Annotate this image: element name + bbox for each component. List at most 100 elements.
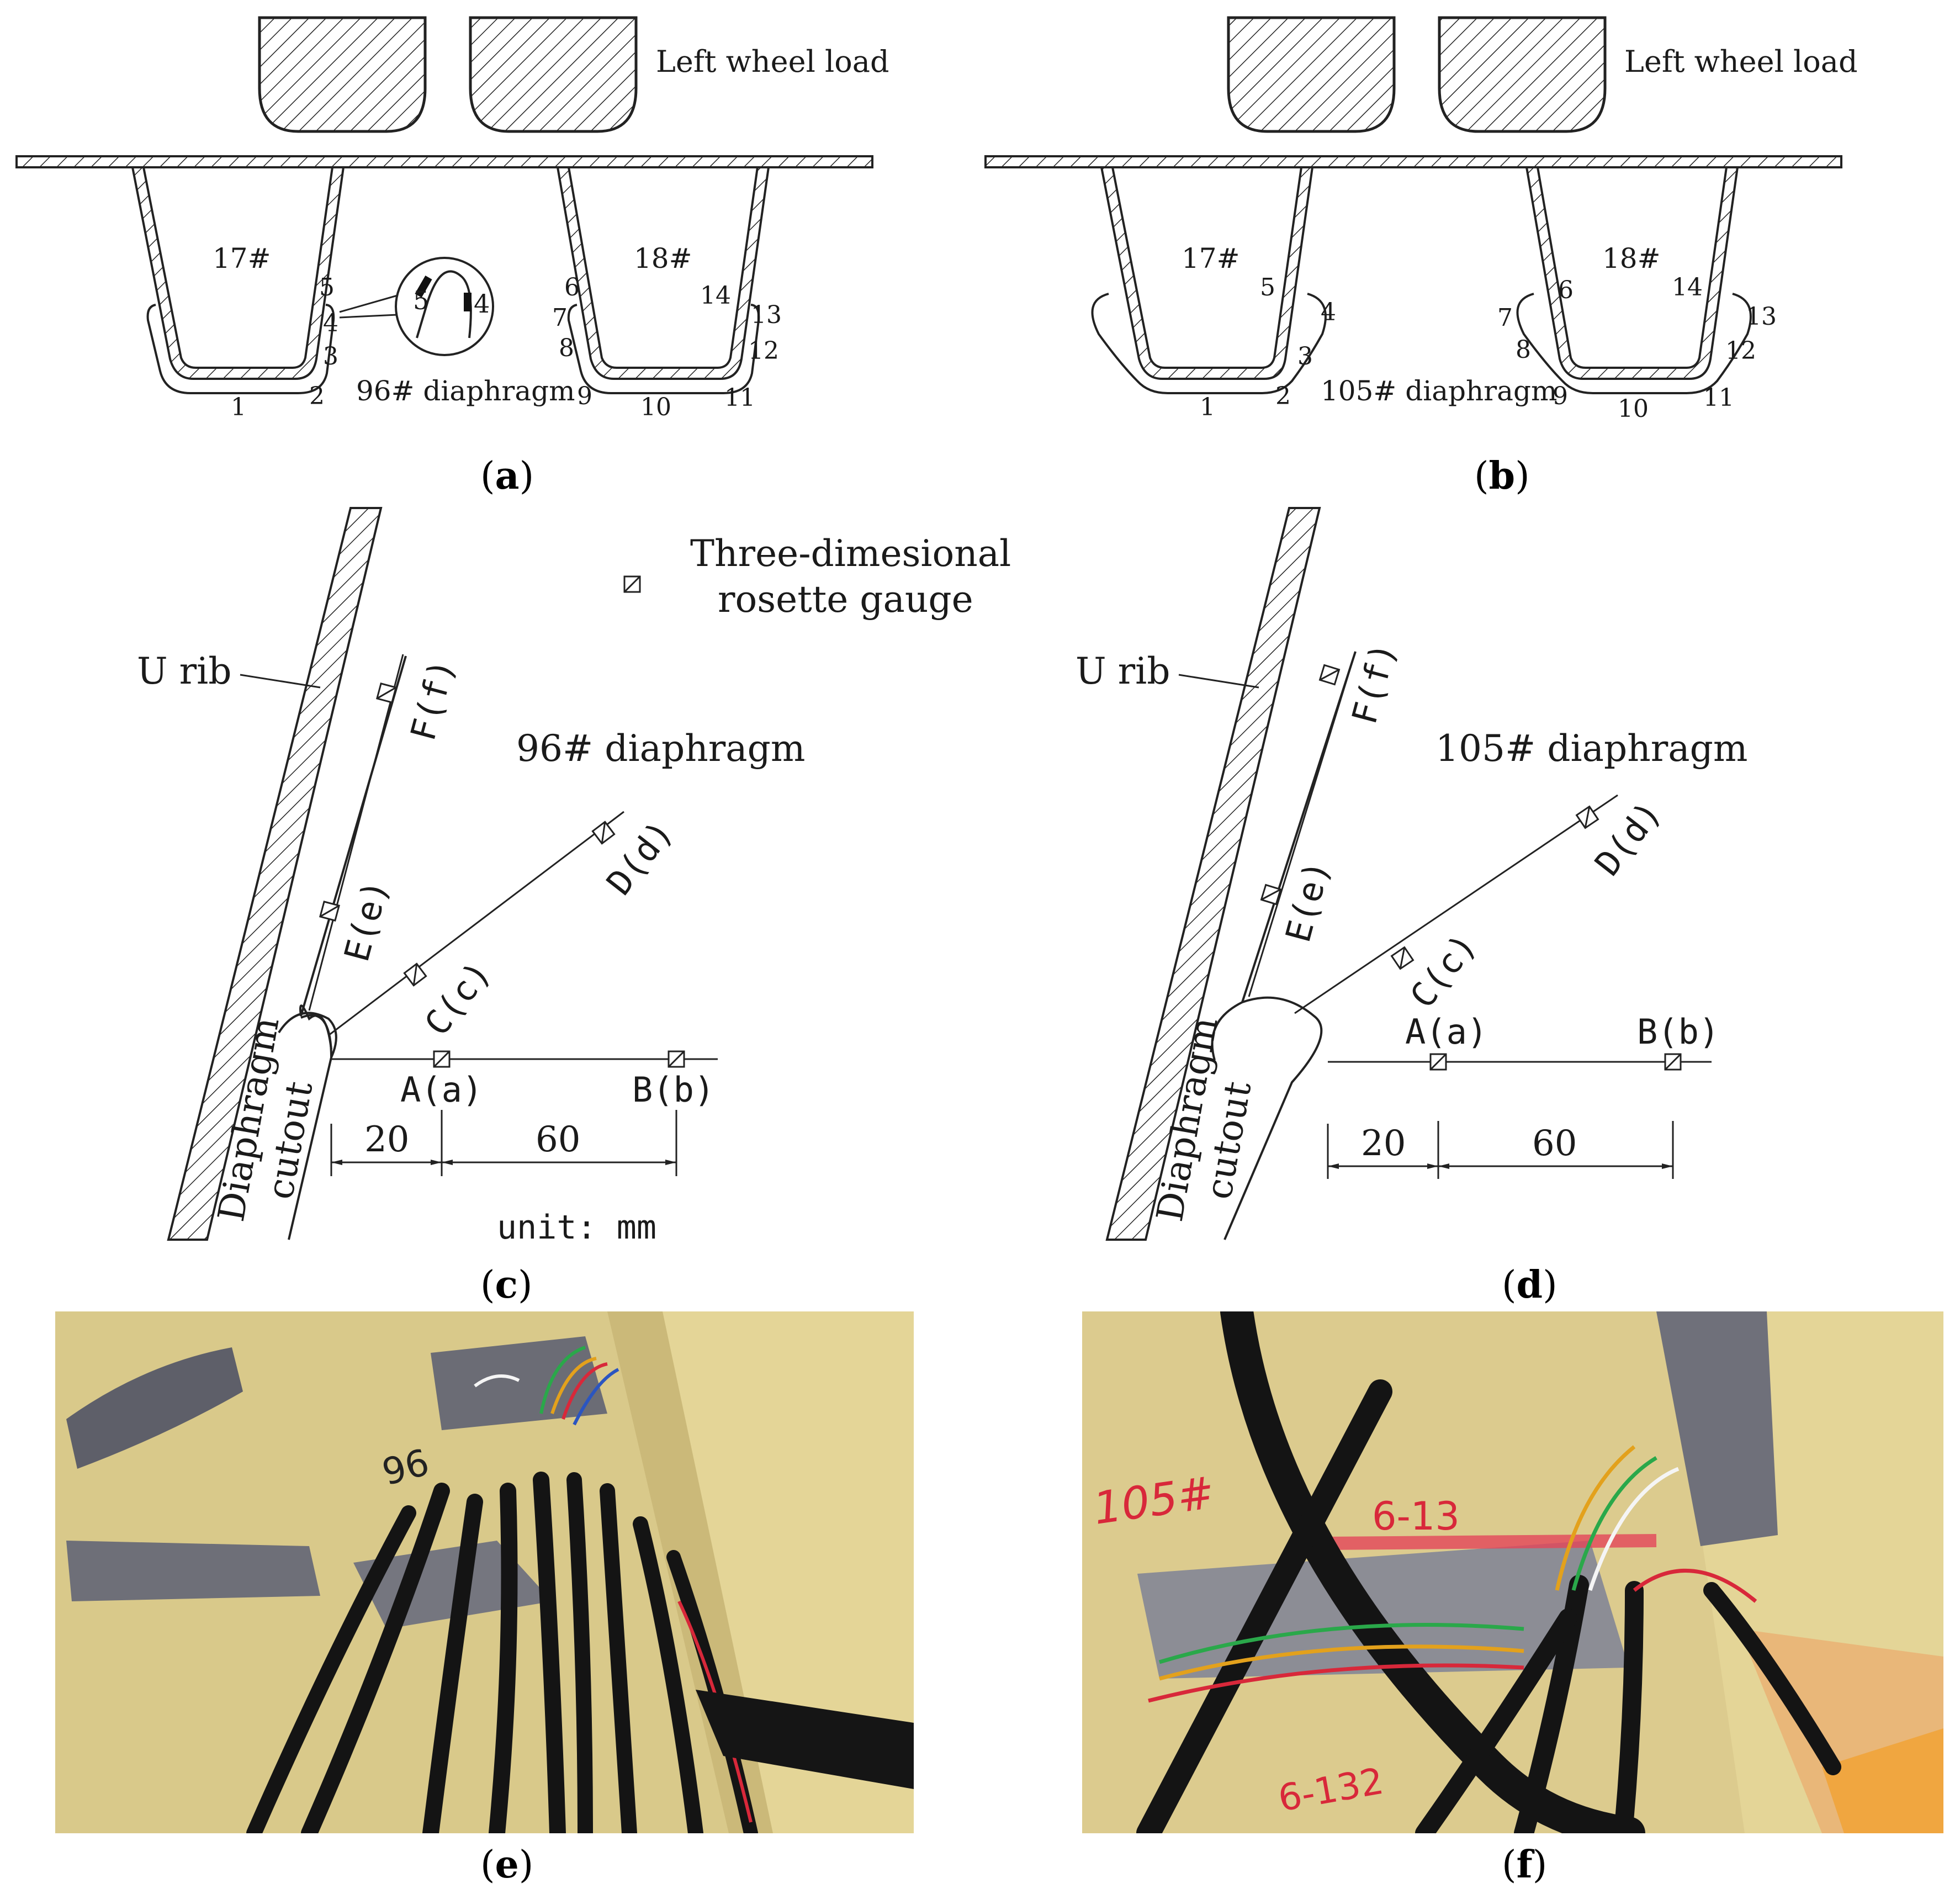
caption-open: ( [480,454,495,498]
gauge-label-c-d: C(c) [1402,926,1484,1016]
photo-marking-f-2: 6-13 [1372,1494,1460,1539]
point-label: 6 [564,273,580,301]
point-label: 5 [319,273,335,301]
gauge-a-c [433,1050,451,1068]
caption-e: (e) [480,1843,533,1887]
u-rib-plate-c [167,507,383,1241]
point-label: 7 [1497,304,1513,332]
panel-c: Three-dimesional rosette gauge U rib 96#… [137,507,1011,1307]
gauge-label-d-c: D(d) [598,813,681,903]
gauge-d-c [591,821,616,845]
deck-plate-b [984,155,1842,168]
caption-c: (c) [480,1263,532,1307]
caption-open: ( [480,1843,495,1887]
diaphragm-label-a: 96# diaphragm [356,375,575,407]
point-label: 10 [1618,395,1649,423]
dim-text-60-c: 60 [536,1119,580,1160]
point-label: 2 [1275,382,1291,410]
caption-d: (d) [1502,1263,1558,1307]
point-label: 3 [323,342,338,371]
gauge-label-b-c: B(b) [632,1070,714,1110]
wheel-left-a [258,16,427,133]
cutout-arc-c [300,1014,332,1058]
gauge-b-d [1664,1053,1682,1071]
leader-urib-c [240,674,321,689]
legend-line-1-c: Three-dimesional [690,532,1011,575]
point-label: 7 [552,304,568,332]
u-rib-18-b [1516,166,1752,394]
diaphragm-label-c: 96# diaphragm [516,727,805,770]
caption-close: ) [518,1263,533,1307]
caption-open: ( [1502,1263,1517,1307]
point-label: 9 [577,382,592,410]
point-label: 12 [1725,337,1756,365]
wheel-right-a [469,16,638,133]
caption-close: ) [1515,454,1530,498]
detail-inset-a: 5 4 [339,257,494,356]
u-rib-17-b [1091,166,1327,394]
panel-e: 96 (e) [55,1311,914,1887]
caption-letter: a [495,454,520,498]
legend-gauge-icon [623,575,641,593]
leader-urib-d [1178,674,1259,689]
gauge-f-c [376,683,397,703]
caption-b: (b) [1474,454,1530,498]
u-rib-18-a [556,166,770,394]
caption-a: (a) [480,454,534,498]
gauge-b-c [668,1050,685,1068]
caption-letter: d [1517,1263,1543,1307]
point-label: 1 [231,393,246,421]
gauge-e-d [1260,884,1281,905]
gauge-line-ef-c [308,654,404,1011]
wheel-left-b [1227,16,1396,133]
point-label: 9 [1553,382,1568,410]
caption-close: ) [1533,1843,1548,1887]
gauge-a-d [1429,1053,1447,1071]
point-label: 8 [559,334,574,362]
rib-label-18-a: 18# [634,242,692,274]
gauge-label-e-c: E(e) [336,876,396,966]
photo-e: 96 [55,1311,914,1833]
gauge-c-c [403,962,427,987]
gauge-label-e-d: E(e) [1278,856,1338,946]
gauge-label-b-d: B(b) [1637,1012,1719,1052]
point-label: 14 [700,282,731,310]
panel-f: 105# 6-13 6-132 [1082,1311,1943,1887]
rib-label-18-b: 18# [1602,242,1661,274]
caption-close: ) [519,1843,534,1887]
gauge-label-a-c: A(a) [400,1070,483,1110]
gauge-label-f-d: F(f) [1344,638,1404,728]
u-rib-plate-d [1105,507,1321,1241]
load-label-a: Left wheel load [656,44,889,79]
rib-label-17-b: 17# [1182,242,1240,274]
point-label: 13 [751,301,782,329]
caption-close: ) [1543,1263,1558,1307]
diaphragm-label-b: 105# diaphragm [1321,375,1557,407]
photo-f: 105# 6-13 6-132 [1082,1311,1943,1833]
u-rib-label-c: U rib [137,650,232,692]
point-label: 3 [1297,342,1313,371]
u-rib-label-d: U rib [1076,650,1170,692]
caption-close: ) [520,454,534,498]
caption-letter: e [495,1843,519,1887]
point-label: 5 [1260,273,1275,301]
inset-label-5: 5 [413,285,429,315]
panel-b: Left wheel load 17# 18# 105# diaphragm 1… [984,16,1858,498]
gauge-f-d [1319,664,1340,685]
point-label: 4 [323,309,338,337]
caption-open: ( [480,1263,495,1307]
dim-text-60-d: 60 [1532,1123,1577,1164]
unit-label-c: unit: mm [497,1208,656,1247]
caption-letter: f [1517,1843,1535,1887]
dim-text-20-c: 20 [364,1119,409,1160]
gauge-line-ef-d [1248,651,1357,997]
gauge-label-f-c: F(f) [402,655,463,745]
point-label: 6 [1558,276,1574,304]
point-label: 11 [1703,384,1734,412]
dim-text-20-d: 20 [1361,1123,1406,1164]
panel-a: Left wheel load 17# 18# 5 4 96# diaphrag… [15,16,889,498]
u-rib-17-a [131,166,345,394]
point-label: 4 [1321,298,1336,326]
rib-label-17-a: 17# [213,242,271,274]
point-label: 11 [724,384,755,412]
